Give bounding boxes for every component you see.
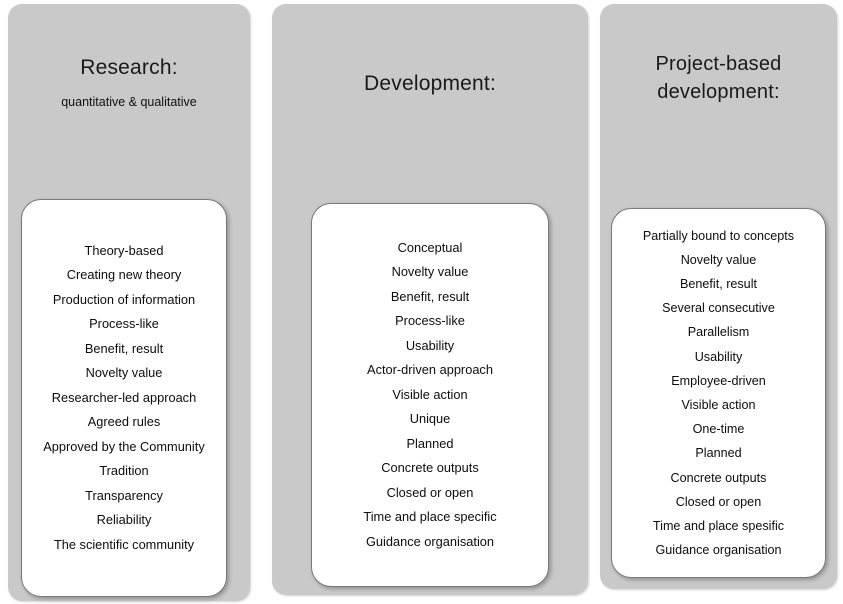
- project-based-items-card: Partially bound to concepts Novelty valu…: [611, 208, 826, 578]
- list-item: Benefit, result: [679, 276, 757, 291]
- list-item: Time and place specific: [363, 509, 497, 525]
- list-item: Closed or open: [675, 494, 762, 509]
- list-item: Closed or open: [386, 484, 474, 500]
- list-item: Usability: [405, 337, 455, 353]
- research-panel: Research: quantitative & qualitative The…: [8, 4, 250, 601]
- list-item: Guidance organisation: [655, 543, 782, 558]
- list-item: Concrete outputs: [670, 470, 767, 485]
- research-items-card: Theory-based Creating new theory Product…: [21, 199, 227, 597]
- list-item: Visible action: [681, 398, 756, 412]
- list-item: Unique: [409, 411, 451, 427]
- list-item: Several consecutive: [662, 301, 775, 316]
- list-item: Novelty value: [391, 264, 469, 280]
- list-item: Approved by the Community: [43, 438, 205, 454]
- list-item: Actor-driven approach: [367, 362, 493, 378]
- list-item: Planned: [695, 446, 742, 461]
- list-item: Partially bound to concepts: [642, 228, 795, 243]
- list-item: Conceptual: [397, 239, 463, 255]
- list-item: Novelty value: [85, 365, 163, 381]
- list-item: Benefit, result: [84, 340, 164, 356]
- development-panel-title: Development:: [364, 72, 496, 95]
- project-based-development-panel: Project-based development: Partially bou…: [600, 4, 837, 589]
- list-item: Employee-driven: [671, 373, 766, 388]
- list-item: Production of information: [52, 291, 196, 307]
- list-item: Concrete outputs: [381, 460, 479, 476]
- list-item: Transparency: [85, 487, 163, 503]
- list-item: Tradition: [99, 463, 149, 479]
- list-item: One-time: [692, 422, 745, 437]
- list-item: Researcher-led approach: [51, 389, 197, 405]
- list-item: Novelty value: [680, 252, 757, 267]
- list-item: The scientific community: [53, 536, 195, 552]
- list-item: Reliability: [96, 512, 152, 528]
- list-item: Creating new theory: [66, 267, 182, 283]
- list-item: Benefit, result: [390, 288, 470, 304]
- research-panel-subtitle: quantitative & qualitative: [61, 95, 197, 109]
- list-item: Guidance organisation: [365, 533, 495, 549]
- list-item: Theory-based: [84, 242, 164, 258]
- list-item: Planned: [406, 435, 454, 451]
- list-item: Agreed rules: [87, 414, 161, 430]
- list-item: Parallelism: [687, 325, 750, 340]
- research-panel-title: Research:: [80, 56, 178, 79]
- list-item: Time and place spesific: [652, 519, 785, 534]
- development-panel: Development: Conceptual Novelty value Be…: [272, 4, 588, 595]
- project-based-development-panel-title: Project-based development:: [655, 53, 782, 103]
- list-item: Usability: [694, 349, 743, 364]
- list-item: Visible action: [392, 386, 468, 402]
- list-item: Process-like: [89, 316, 159, 332]
- development-items-card: Conceptual Novelty value Benefit, result…: [311, 203, 549, 587]
- list-item: Process-like: [395, 313, 465, 329]
